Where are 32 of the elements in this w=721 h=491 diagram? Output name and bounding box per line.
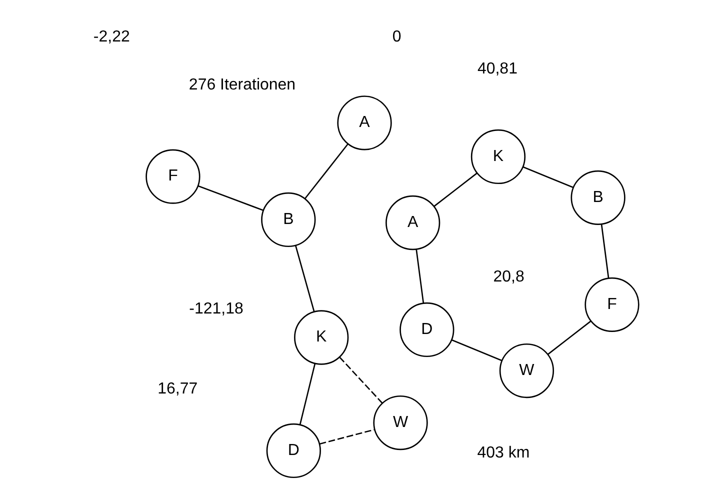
label: -2,22: [93, 28, 130, 46]
node-circle: D: [400, 302, 454, 358]
node-circle: B: [570, 170, 626, 225]
label: 276 Iterationen: [188, 76, 296, 94]
node-circle: A: [337, 96, 392, 150]
node-circle: F: [584, 277, 640, 332]
node-circle: D: [266, 423, 321, 478]
connector: [319, 428, 375, 445]
connector: [416, 249, 424, 304]
node-circle: W: [373, 395, 428, 450]
node-circle: W: [499, 343, 554, 398]
connector: [547, 320, 591, 355]
node-circle: K: [470, 129, 526, 184]
connector: [434, 172, 478, 207]
node-circle: K: [294, 310, 349, 365]
connector: [198, 185, 264, 211]
connector: [451, 339, 502, 362]
label: 403 km: [477, 444, 530, 462]
label: 40,81: [477, 60, 518, 78]
node-circle: F: [146, 149, 200, 204]
connector: [304, 143, 349, 200]
connector: [295, 246, 315, 312]
label: 0: [392, 28, 402, 46]
label: 20,8: [493, 268, 524, 286]
label: -121,18: [189, 300, 244, 318]
node-circle: B: [261, 192, 316, 248]
connector: [339, 356, 383, 404]
connector: [600, 224, 610, 278]
node-circle: A: [386, 195, 440, 250]
label: 16,77: [158, 380, 198, 398]
connector: [522, 166, 574, 188]
connector: [299, 363, 316, 425]
